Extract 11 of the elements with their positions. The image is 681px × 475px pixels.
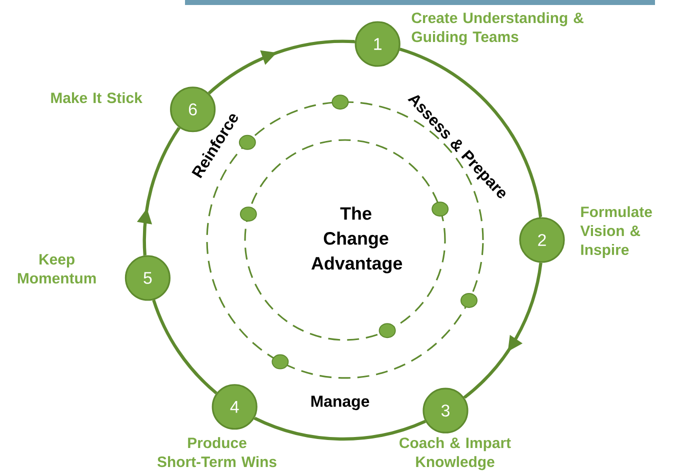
cycle-arrow (208, 40, 356, 94)
step-label: Create Understanding & Guiding Teams (412, 12, 584, 46)
cycle-arrow (136, 126, 181, 256)
step-label: Formulate Vision & Inspire (580, 206, 652, 258)
step-label: Make It Stick (51, 92, 142, 104)
phase-label: Manage (311, 396, 370, 410)
center-title: The Change Advantage (311, 206, 402, 274)
cycle-arrow (463, 262, 542, 399)
step-label: Produce Short-Term Wins (157, 437, 276, 468)
step-label: Keep Momentum (18, 254, 96, 284)
step-label: Coach & Impart Knowledge (400, 437, 511, 470)
